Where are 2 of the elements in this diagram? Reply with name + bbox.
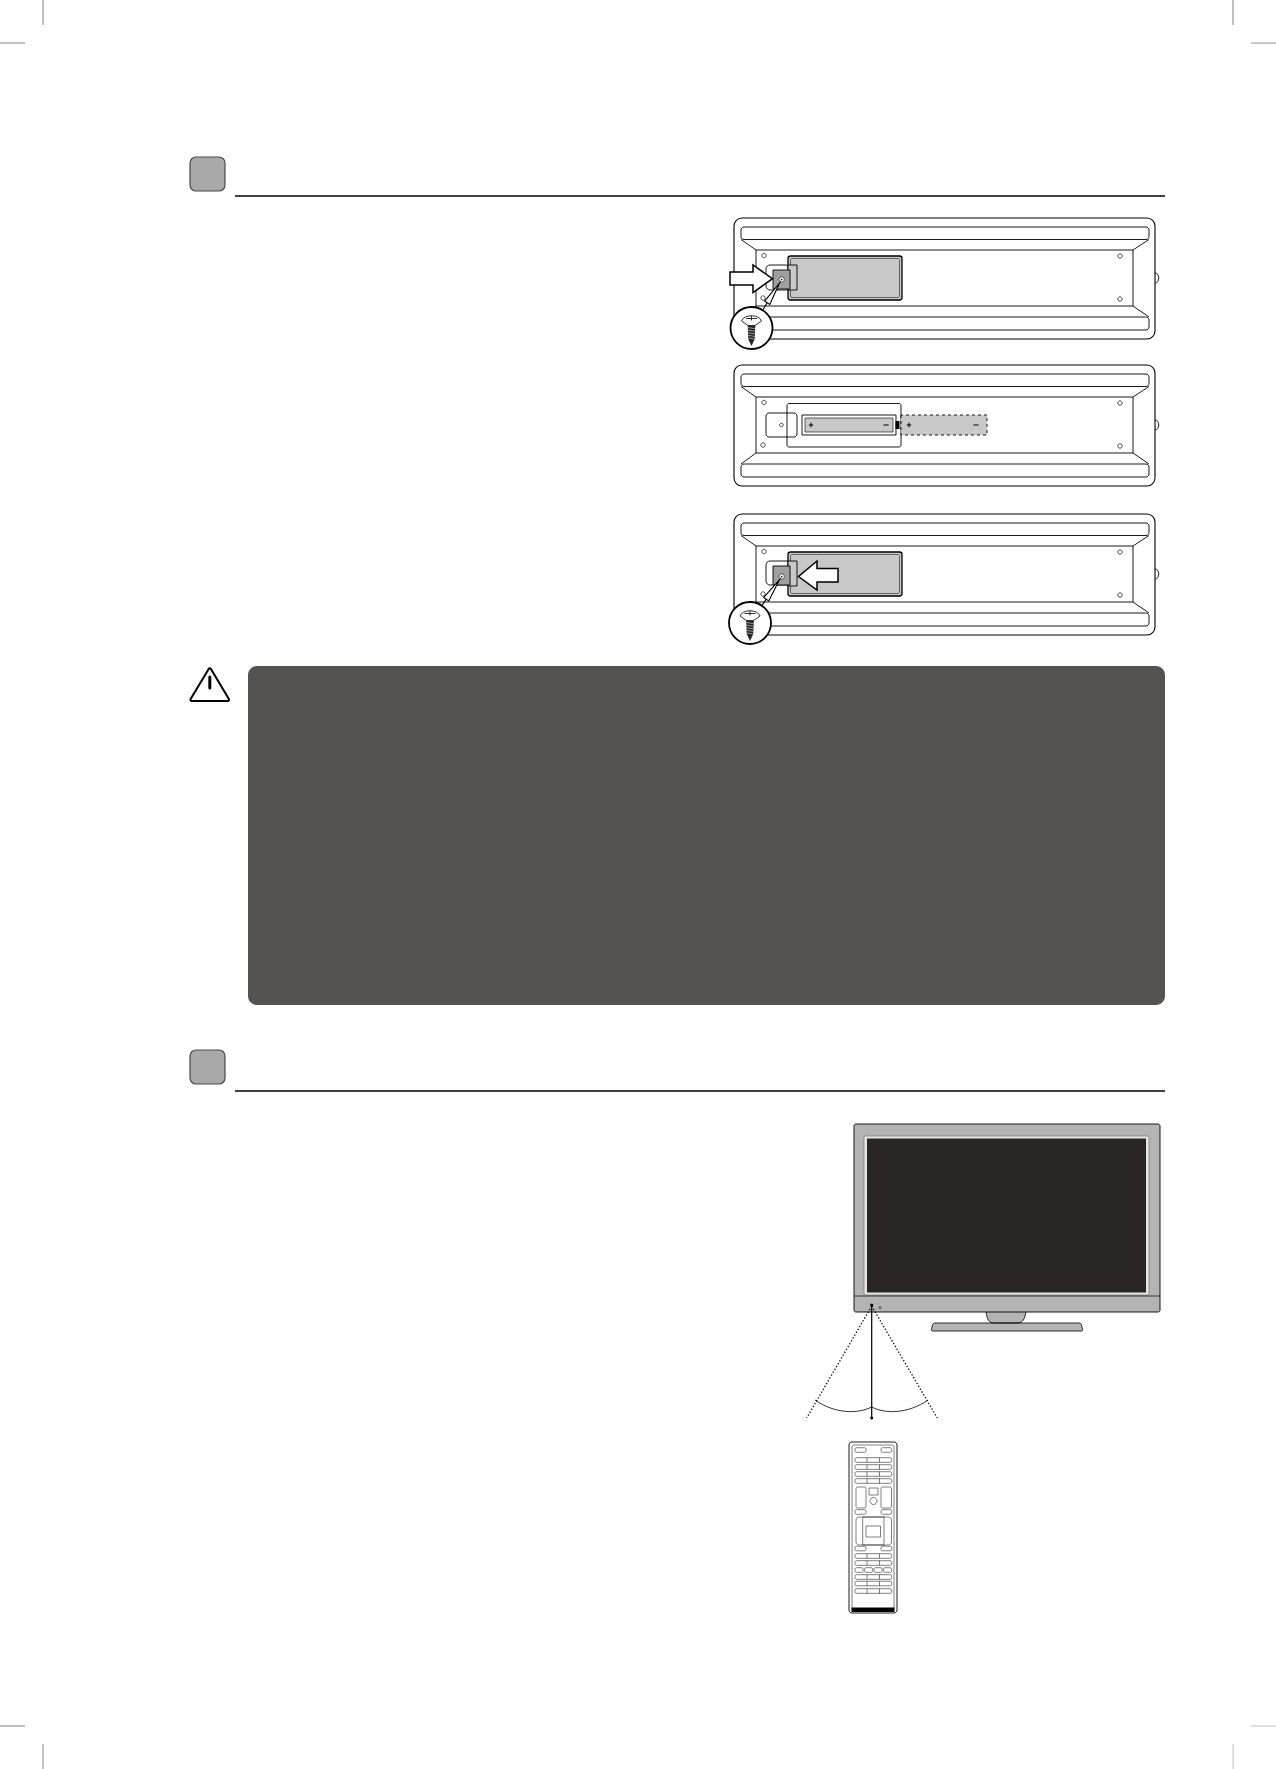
- screw-magnifier: [728, 601, 772, 645]
- screw-magnifier: [729, 306, 774, 350]
